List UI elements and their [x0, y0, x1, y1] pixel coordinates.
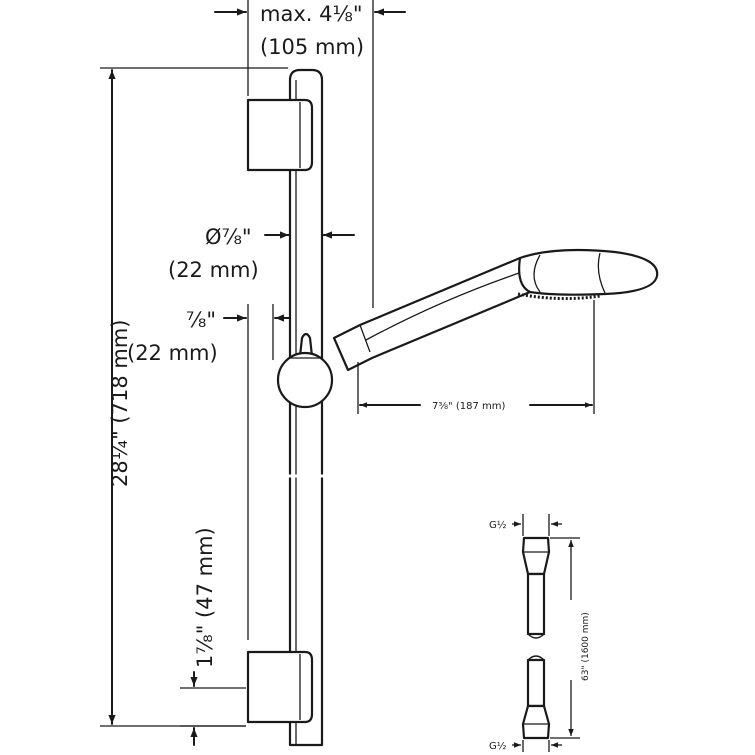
max-offset-label: max. 4⅛" — [260, 2, 362, 26]
hose-length-label: 63" (1600 mm) — [581, 612, 591, 681]
shower-hose — [521, 536, 551, 740]
total-height-label: 28¼" (718 mm) — [108, 320, 132, 487]
hand-shower — [332, 248, 659, 372]
dim-bar-width — [223, 304, 291, 640]
hose-connection-top-label: G½ — [489, 519, 507, 531]
dim-hose-connection-top — [512, 514, 562, 536]
dim-hose-length — [550, 537, 580, 739]
max-offset-mm-label: (105 mm) — [260, 35, 364, 59]
hose-connection-bottom-label: G½ — [489, 740, 507, 752]
handshower-length-label: 7⅜" (187 mm) — [432, 401, 505, 412]
bar-width-mm-label: (22 mm) — [127, 341, 218, 365]
diameter-label: Ø⁷⁄₈" — [205, 225, 252, 249]
diameter-mm-label: (22 mm) — [168, 258, 259, 282]
dim-handshower-length — [357, 300, 595, 414]
bottom-wall-bracket — [246, 650, 314, 724]
dim-bracket-height — [180, 671, 246, 746]
bracket-height-label: 1⁷⁄₈" (47 mm) — [193, 527, 217, 668]
bar-width-label: ⁷⁄₈" — [186, 308, 216, 332]
slider-holder — [276, 332, 334, 409]
dim-max-offset — [214, 0, 406, 308]
top-wall-bracket — [246, 98, 314, 172]
dim-hose-connection-bottom — [512, 740, 562, 752]
